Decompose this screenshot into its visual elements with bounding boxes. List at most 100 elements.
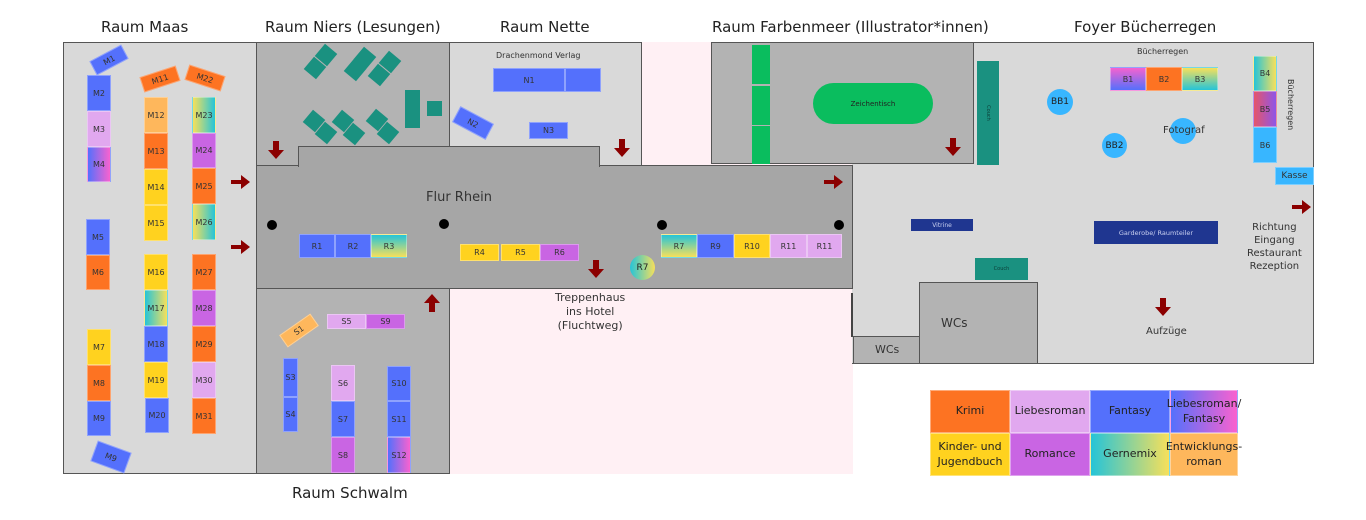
stairwell-label-line: Treppenhaus <box>555 291 626 304</box>
stand-R7[interactable]: R7 <box>661 234 697 258</box>
direction-line: Restaurant <box>1247 248 1302 259</box>
stand-S9[interactable]: S9 <box>366 314 405 329</box>
arrow-down-icon <box>588 260 604 278</box>
arrow-down-icon <box>945 138 961 156</box>
stand-M8[interactable]: M8 <box>87 365 111 401</box>
stand-M30[interactable]: M30 <box>192 362 216 398</box>
direction-line: Rezeption <box>1249 261 1300 272</box>
stand-S7[interactable]: S7 <box>331 401 355 437</box>
stand-B6[interactable]: B6 <box>1253 127 1277 163</box>
legend-liebesroman: Liebesroman <box>1010 390 1090 433</box>
legend-kinder-jugendbuch: Kinder- und Jugendbuch <box>930 433 1010 476</box>
stand-M26[interactable]: M26 <box>192 204 216 240</box>
couch-label: Couch <box>984 105 991 121</box>
stand-R2[interactable]: R2 <box>335 234 371 258</box>
stand-S12[interactable]: S12 <box>387 437 411 473</box>
room-title-niers: Raum Niers (Lesungen) <box>265 18 441 36</box>
stand-B2[interactable]: B2 <box>1146 67 1182 91</box>
stand-R5[interactable]: R5 <box>501 244 540 261</box>
stand-M4[interactable]: M4 <box>87 147 111 182</box>
stand-M9[interactable]: M9 <box>87 401 111 436</box>
bookshelf-label-side: Bücherregen <box>1286 79 1295 131</box>
stand-M20[interactable]: M20 <box>145 398 169 433</box>
display-table <box>752 126 770 164</box>
stand-B1[interactable]: B1 <box>1110 67 1146 91</box>
stand-M28[interactable]: M28 <box>192 290 216 326</box>
stand-M18[interactable]: M18 <box>144 326 168 362</box>
wc-label: WCs <box>875 343 900 356</box>
stand-S11[interactable]: S11 <box>387 401 411 437</box>
stand-M7[interactable]: M7 <box>87 329 111 365</box>
stand-N3[interactable]: N3 <box>529 122 568 139</box>
stand-M12[interactable]: M12 <box>144 97 168 133</box>
pillar <box>657 220 667 230</box>
stand-R4[interactable]: R4 <box>460 244 499 261</box>
stand-M23[interactable]: M23 <box>192 97 216 133</box>
stand-R11[interactable]: R11 <box>770 234 807 258</box>
stand-R6[interactable]: R6 <box>540 244 579 261</box>
room-title-nette: Raum Nette <box>500 18 590 36</box>
stand-M29[interactable]: M29 <box>192 326 216 362</box>
stand-S4[interactable]: S4 <box>283 397 298 432</box>
elevators-label: Aufzüge <box>1146 326 1187 337</box>
stand-R7-round[interactable]: R7 <box>630 255 655 280</box>
stand-B5[interactable]: B5 <box>1253 91 1277 127</box>
stand-N1[interactable]: N1 <box>493 68 565 92</box>
stand-R10[interactable]: R10 <box>734 234 770 258</box>
stand-M15[interactable]: M15 <box>144 205 168 241</box>
display-case: Vitrine <box>911 219 973 231</box>
stand-N1-ext[interactable] <box>565 68 601 92</box>
arrow-right-icon <box>1292 200 1311 214</box>
stand-S10[interactable]: S10 <box>387 366 411 401</box>
stand-M16[interactable]: M16 <box>144 254 168 290</box>
stand-S5[interactable]: S5 <box>327 314 366 329</box>
stand-M13[interactable]: M13 <box>144 133 168 169</box>
stand-M27[interactable]: M27 <box>192 254 216 290</box>
stand-M5[interactable]: M5 <box>86 219 110 255</box>
stand-M6[interactable]: M6 <box>86 255 110 290</box>
stand-M3[interactable]: M3 <box>87 111 111 147</box>
pillar <box>834 220 844 230</box>
stand-B4[interactable]: B4 <box>1253 56 1277 91</box>
arrow-right-icon <box>231 240 250 254</box>
stand-R3[interactable]: R3 <box>371 234 407 258</box>
stand-M24[interactable]: M24 <box>192 133 216 168</box>
legend-liebesroman-fantasy: Liebesroman/ Fantasy <box>1167 390 1241 433</box>
stairwell-label-line: (Fluchtweg) <box>557 319 623 332</box>
direction-line: Eingang <box>1254 235 1295 246</box>
stairwell-label: Treppenhaus ins Hotel (Fluchtweg) <box>555 291 625 333</box>
direction-line: Richtung <box>1252 222 1297 233</box>
lectern-table <box>405 90 420 128</box>
stand-M19[interactable]: M19 <box>144 362 168 398</box>
stand-M31[interactable]: M31 <box>192 398 216 434</box>
stand-S8[interactable]: S8 <box>331 437 355 473</box>
stand-S6[interactable]: S6 <box>331 365 355 401</box>
lectern-chair <box>427 101 442 116</box>
photographer-spot[interactable] <box>1170 118 1196 144</box>
stand-R11-second[interactable]: R11 <box>807 234 842 258</box>
stand-M14[interactable]: M14 <box>144 169 168 205</box>
arrow-down-icon <box>1155 298 1171 316</box>
legend-romance: Romance <box>1010 433 1090 476</box>
stand-S3[interactable]: S3 <box>283 358 298 397</box>
stand-BB1[interactable]: BB1 <box>1047 89 1073 115</box>
stand-M17[interactable]: M17 <box>144 290 168 326</box>
arrow-down-icon <box>268 141 284 159</box>
bookshelf-label-top: Bücherregen <box>1137 47 1189 56</box>
direction-label: Richtung Eingang Restaurant Rezeption <box>1247 221 1302 273</box>
drawing-table: Zeichentisch <box>813 83 933 124</box>
door-line <box>851 293 853 337</box>
arrow-up-icon <box>424 294 440 312</box>
pillar <box>267 220 277 230</box>
stand-M25[interactable]: M25 <box>192 168 216 204</box>
corridor-label: Flur Rhein <box>426 190 492 205</box>
stand-B3[interactable]: B3 <box>1182 67 1218 91</box>
arrow-right-icon <box>231 175 250 189</box>
stand-M2[interactable]: M2 <box>87 75 111 111</box>
stand-BB2[interactable]: BB2 <box>1102 133 1127 158</box>
stand-R1[interactable]: R1 <box>299 234 335 258</box>
stand-R9[interactable]: R9 <box>697 234 734 258</box>
cash-desk[interactable]: Kasse <box>1275 167 1314 185</box>
room-nette <box>449 42 642 166</box>
